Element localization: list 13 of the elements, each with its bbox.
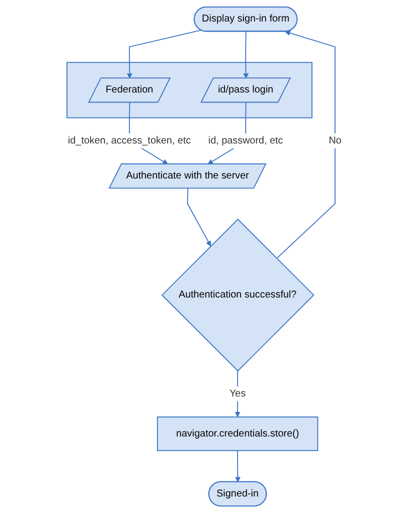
edge-label: id_token, access_token, etc	[68, 135, 191, 146]
arrow	[242, 31, 248, 79]
arrow	[234, 370, 240, 418]
arrow	[126, 30, 202, 79]
arrow	[234, 450, 240, 482]
edge-label: No	[328, 135, 342, 146]
edge-label: id, password, etc	[208, 135, 283, 146]
cluster	[66, 62, 312, 118]
node-box: navigator.credentials.store()	[156, 416, 318, 452]
edge-label: Yes	[229, 388, 246, 399]
arrow	[276, 30, 336, 259]
node-diamond: Authentication successful?	[161, 218, 314, 372]
arrow	[186, 188, 211, 246]
